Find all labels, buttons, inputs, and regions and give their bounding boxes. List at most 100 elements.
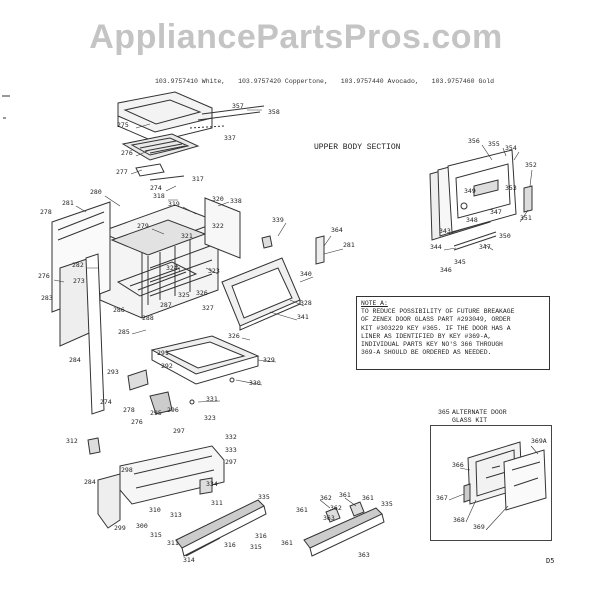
part-label: 330	[249, 379, 261, 387]
part-label: 344	[430, 243, 442, 251]
part-label: 351	[520, 214, 532, 222]
part-label: 368	[453, 516, 465, 524]
part-label: 369A	[531, 437, 547, 445]
part-284-frame	[85, 253, 105, 415]
part-329-door	[150, 335, 260, 385]
part-label: 333	[225, 446, 237, 454]
part-357-rod	[197, 105, 265, 121]
part-label: 295	[150, 409, 162, 417]
part-298-panel	[119, 445, 225, 505]
part-label: 331	[206, 395, 218, 403]
part-label: 313	[170, 511, 182, 519]
part-312-clip	[87, 437, 101, 455]
part-label: 291	[157, 349, 169, 357]
part-363-rail-right	[303, 507, 385, 557]
part-label: 297	[225, 458, 237, 466]
part-label: 323	[208, 267, 220, 275]
part-286-rack	[116, 261, 198, 297]
part-339-clip	[261, 235, 273, 249]
part-295-hinge	[149, 391, 173, 415]
part-label: 326	[196, 289, 208, 297]
part-label: 354	[505, 144, 517, 152]
part-label: 315	[250, 543, 262, 551]
part-label: 317	[192, 175, 204, 183]
part-label: 297	[173, 427, 185, 435]
part-label: 341	[297, 313, 309, 321]
part-label: 367	[436, 494, 448, 502]
part-label: 349	[464, 187, 476, 195]
part-label: 337	[224, 134, 236, 142]
part-label: 358	[268, 108, 280, 116]
model-gold: 103.9757460 Gold	[431, 78, 495, 85]
part-314	[185, 537, 221, 557]
part-label: 319	[168, 200, 180, 208]
part-label: 338	[230, 197, 242, 205]
part-label: 335	[258, 493, 270, 501]
part-label: 279	[137, 222, 149, 230]
part-340-window-door	[221, 257, 301, 331]
oven-body	[99, 204, 219, 319]
part-label: 276	[131, 418, 143, 426]
alternate-kit-number: 365	[438, 409, 450, 416]
part-label: 310	[149, 506, 161, 514]
note-line: OF ZENEX DOOR GLASS PART #293049, ORDER	[361, 316, 511, 324]
part-label: 296	[167, 406, 179, 414]
model-avocado: 103.9757440 Avocado,	[340, 78, 419, 85]
part-label: 278	[123, 406, 135, 414]
rack-wires	[129, 267, 187, 291]
alternate-kit-label-line1: ALTERNATE DOOR	[452, 409, 507, 416]
part-label: 316	[255, 532, 267, 540]
watermark-logo: AppliancePartsPros.com	[89, 18, 503, 56]
part-label: 361	[281, 539, 293, 547]
part-label: 362	[320, 494, 332, 502]
part-label: 346	[440, 266, 452, 274]
alternate-kit-box	[430, 425, 552, 541]
part-label: 366	[452, 461, 464, 469]
part-label: 352	[525, 161, 537, 169]
part-label: 350	[499, 232, 511, 240]
part-label: 345	[454, 258, 466, 266]
part-number-labels: 2752762773573583373172743182802812783203…	[38, 102, 547, 564]
part-276-pan	[121, 133, 200, 161]
part-334	[199, 477, 213, 495]
part-284-lower	[97, 473, 121, 529]
part-label: 277	[116, 168, 128, 176]
part-label: 347	[490, 208, 502, 216]
part-label: 326	[228, 332, 240, 340]
part-label: 320	[212, 195, 224, 203]
part-label: 361	[362, 494, 374, 502]
part-label: 363	[323, 514, 335, 522]
part-label: 362	[330, 504, 342, 512]
part-label: 311	[167, 539, 179, 547]
part-label: 340	[300, 270, 312, 278]
part-label: 343	[439, 227, 451, 235]
part-label: 300	[136, 522, 148, 530]
leader-337	[189, 125, 225, 129]
alternate-kit-label: ALTERNATE DOOR GLASS KIT	[452, 409, 507, 425]
part-label: 335	[381, 500, 393, 508]
model-coppertone: 103.9757420 Coppertone,	[238, 78, 328, 85]
note-line: INDIVIDUAL PARTS KEY NO'S 366 THROUGH	[361, 341, 503, 349]
alternate-kit-label-line2: GLASS KIT	[452, 417, 488, 424]
part-label: 361	[296, 506, 308, 514]
part-343-door-assembly	[429, 149, 533, 251]
part-label: 323	[204, 414, 216, 422]
part-330-screw	[229, 377, 235, 383]
part-label: 347	[479, 243, 491, 251]
note-line: 369-A SHOULD BE ORDERED AS NEEDED.	[361, 349, 492, 357]
part-label: 322	[212, 222, 224, 230]
part-label: 288	[142, 314, 154, 322]
part-label: 287	[160, 301, 172, 309]
part-label: 285	[118, 328, 130, 336]
part-label: 276	[121, 149, 133, 157]
part-label: 274	[150, 184, 162, 192]
part-label: 334	[206, 480, 218, 488]
part-label: 312	[66, 437, 78, 445]
part-277	[135, 163, 165, 177]
section-title: UPPER BODY SECTION	[314, 143, 401, 152]
part-label: 286	[113, 306, 125, 314]
part-317	[149, 175, 185, 181]
part-label: 318	[153, 192, 165, 200]
page-code: D5	[546, 557, 555, 565]
